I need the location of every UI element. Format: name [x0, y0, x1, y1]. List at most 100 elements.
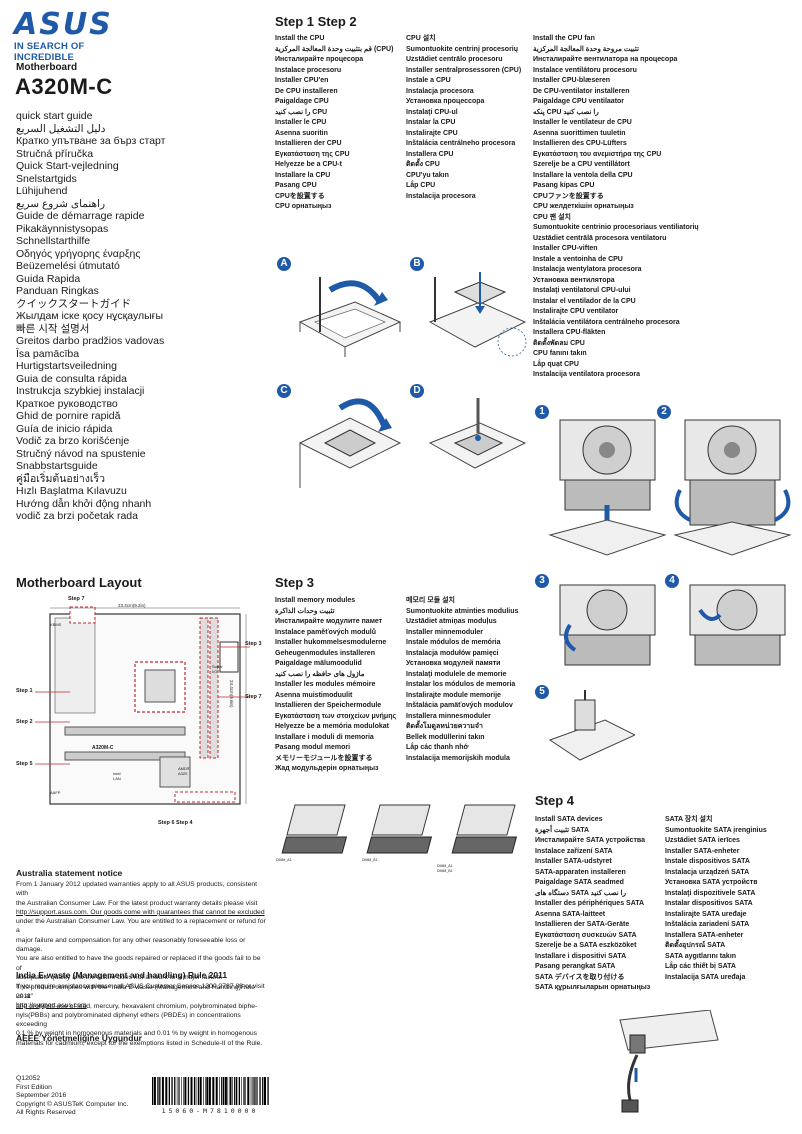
barcode-bar — [227, 1077, 229, 1105]
board-kbms-text: KBMS — [50, 622, 62, 627]
step-3-line: Inštalácia pamäťových modulov — [406, 702, 513, 709]
barcode-bar — [153, 1077, 156, 1105]
step-4-line: Installer SATA-enheter — [665, 847, 740, 855]
barcode-bar — [254, 1077, 256, 1105]
barcode-bar — [193, 1077, 196, 1105]
guide-title-item: Stručný návod na spustenie — [16, 447, 146, 460]
step-3-line: Жад модульдерін орнатыңыз — [275, 765, 379, 772]
step-2-line: Uzstādiet centrālā procesora ventilatoru — [533, 234, 667, 242]
step-4-line: Installer des périphériques SATA — [535, 900, 645, 907]
step-4-line: Installer SATA-udstyret — [535, 858, 612, 865]
barcode-bar — [195, 1077, 197, 1105]
step-2-line: Installieren des CPU-Lüfters — [533, 140, 627, 147]
australia-notice-line: acceptable quality and the failure does … — [16, 973, 223, 981]
step-2-line: Εγκατάσταση του ανεμιστήρα της CPU — [533, 150, 662, 158]
barcode-bar — [234, 1077, 236, 1105]
board-chipset-text: AMD® A320 — [178, 766, 190, 776]
step-2-line: Installera CPU-fläkten — [533, 329, 606, 336]
australia-notice-body: From 1 January 2012 updated warranties a… — [16, 880, 266, 1010]
guide-title-item: Guida Rapida — [16, 272, 81, 285]
barcode-bar — [259, 1077, 261, 1105]
meta-line: All Rights Reserved — [16, 1109, 76, 1116]
step-2-line: CPU желдеткішін орнатыңыз — [533, 203, 634, 210]
step-1-line: Инсталирайте процесора — [275, 56, 364, 63]
fan-step-2-label: 2 — [657, 405, 671, 419]
step-3-line: Pasang modul memori — [275, 744, 351, 751]
step-1-line: ติดตั้ง CPU — [406, 161, 440, 168]
step-4-line: Asenna SATA-laitteet — [535, 910, 606, 918]
india-notice-line: This product complies with the "India E-… — [16, 984, 255, 1001]
barcode-bar — [212, 1077, 215, 1105]
step-1-line: De CPU installeren — [275, 87, 338, 95]
fan-step-3-label: 3 — [535, 574, 549, 588]
step-1-line: Installer sentralprosessoren (CPU) — [406, 66, 522, 74]
board-aafp-text: AAFP — [50, 790, 61, 795]
thermal-paste-figure — [428, 398, 527, 469]
step-3-line: Instale módulos de memória — [406, 639, 501, 646]
model-title: A320M-C — [15, 74, 113, 99]
meta-line: September 2016 — [16, 1092, 67, 1099]
board-model-text: A320M-C — [92, 745, 114, 751]
step-2-line: Installer CPU-viften — [533, 245, 598, 252]
step-3-line: Instalaţi modulele de memorie — [406, 670, 507, 678]
step-4-line: SATA デバイスを取り付ける — [535, 973, 625, 981]
guide-title-item: クイックスタートガイド — [16, 297, 132, 310]
step-1-2-title: Step 1 Step 2 — [275, 14, 357, 29]
step-4-line: ติดตั้งอุปกรณ์ SATA — [665, 942, 726, 949]
dimm-label-3: DIMM_A1 — [437, 864, 453, 868]
step-1-line: Helyezze be a CPU-t — [275, 161, 342, 168]
step-1-line: Instalar la CPU — [406, 119, 456, 126]
motherboard-layout-title: Motherboard Layout — [16, 575, 142, 590]
cpu-socket-lever-figure — [298, 277, 402, 357]
step-2-line: Instalacija ventilatora procesora — [533, 371, 640, 378]
step-1-line: Instalacja procesora — [406, 87, 474, 95]
step-2-line: Instalirajte CPU ventilator — [533, 308, 619, 315]
step-2-line: Instale a ventoinha de CPU — [533, 255, 623, 263]
step-4-line: Lắp các thiết bị SATA — [665, 963, 736, 970]
step-2-line: تثبيت مروحة وحدة المعالجة المركزية — [533, 45, 639, 53]
step-4-line: Instalirajte SATA uređaje — [665, 910, 747, 918]
meta-line: Copyright © ASUSTeK Computer Inc. — [16, 1100, 129, 1108]
step-4-line: Inštalácia zariadení SATA — [665, 921, 750, 928]
step-3-line: Install memory modules — [275, 597, 356, 604]
layout-step5: Step 5 — [16, 761, 33, 767]
cpu-fan-figure-4 — [689, 584, 786, 666]
australia-notice-line: From 1 January 2012 updated warranties a… — [16, 881, 258, 898]
india-notice-line: and prohibits use of lead, mercury, hexa… — [16, 1002, 258, 1010]
cpu-fan-figure-2 — [673, 419, 792, 556]
step-2-line: Asenna suorittimen tuuletin — [533, 129, 626, 137]
step-3-line: Bellek modüllerini takın — [406, 733, 485, 741]
fan-step-4-label: 4 — [665, 574, 679, 588]
step-2-line: Инсталирайте вентилатора на процесора — [533, 56, 678, 63]
layout-width-dimension: 23.4cm(9.2in) — [118, 603, 146, 608]
step-1-line: Install the CPU — [275, 35, 325, 42]
guide-title-item: Ghid de pornire rapidă — [16, 410, 121, 422]
australia-notice-line: http://support.asus.com — [16, 1001, 87, 1009]
step-4-line: Paigaldage SATA seadmed — [535, 879, 624, 886]
dimm-label-1: DIMM_A1 — [276, 858, 292, 862]
india-notice-line: nyls(PBBs) and polybrominated diphenyl e… — [16, 1011, 241, 1029]
barcode-bar — [165, 1077, 168, 1105]
step-4-line: Instalacja urządzeń SATA — [665, 868, 750, 876]
fan-step-1-label: 1 — [535, 405, 549, 419]
step-1-line: Instalacija procesora — [406, 192, 476, 200]
step-4-line: Installera SATA-enheter — [665, 931, 744, 939]
barcode-bar — [247, 1077, 250, 1105]
barcode-bar — [236, 1077, 238, 1105]
step-4-line: Instalaţi dispozitivele SATA — [665, 889, 756, 897]
sata-cable-figure — [619, 1010, 719, 1113]
barcode-bar — [179, 1077, 180, 1105]
aeee-notice-title: AEEE Yönetmeliğine Uygundur — [16, 1033, 142, 1043]
barcode-bar — [206, 1077, 209, 1105]
india-notice-title: India E-waste (Management and handling) … — [16, 970, 228, 980]
guide-title-item: Краткое руководство — [16, 397, 118, 410]
step-2-line: CPU fanını takın — [533, 350, 587, 357]
motherboard-label: Motherboard — [16, 62, 78, 73]
guide-title-item: Жылдам іске қосу нұсқаулығы — [16, 310, 164, 322]
step-1-line: Installare la CPU — [275, 171, 331, 179]
